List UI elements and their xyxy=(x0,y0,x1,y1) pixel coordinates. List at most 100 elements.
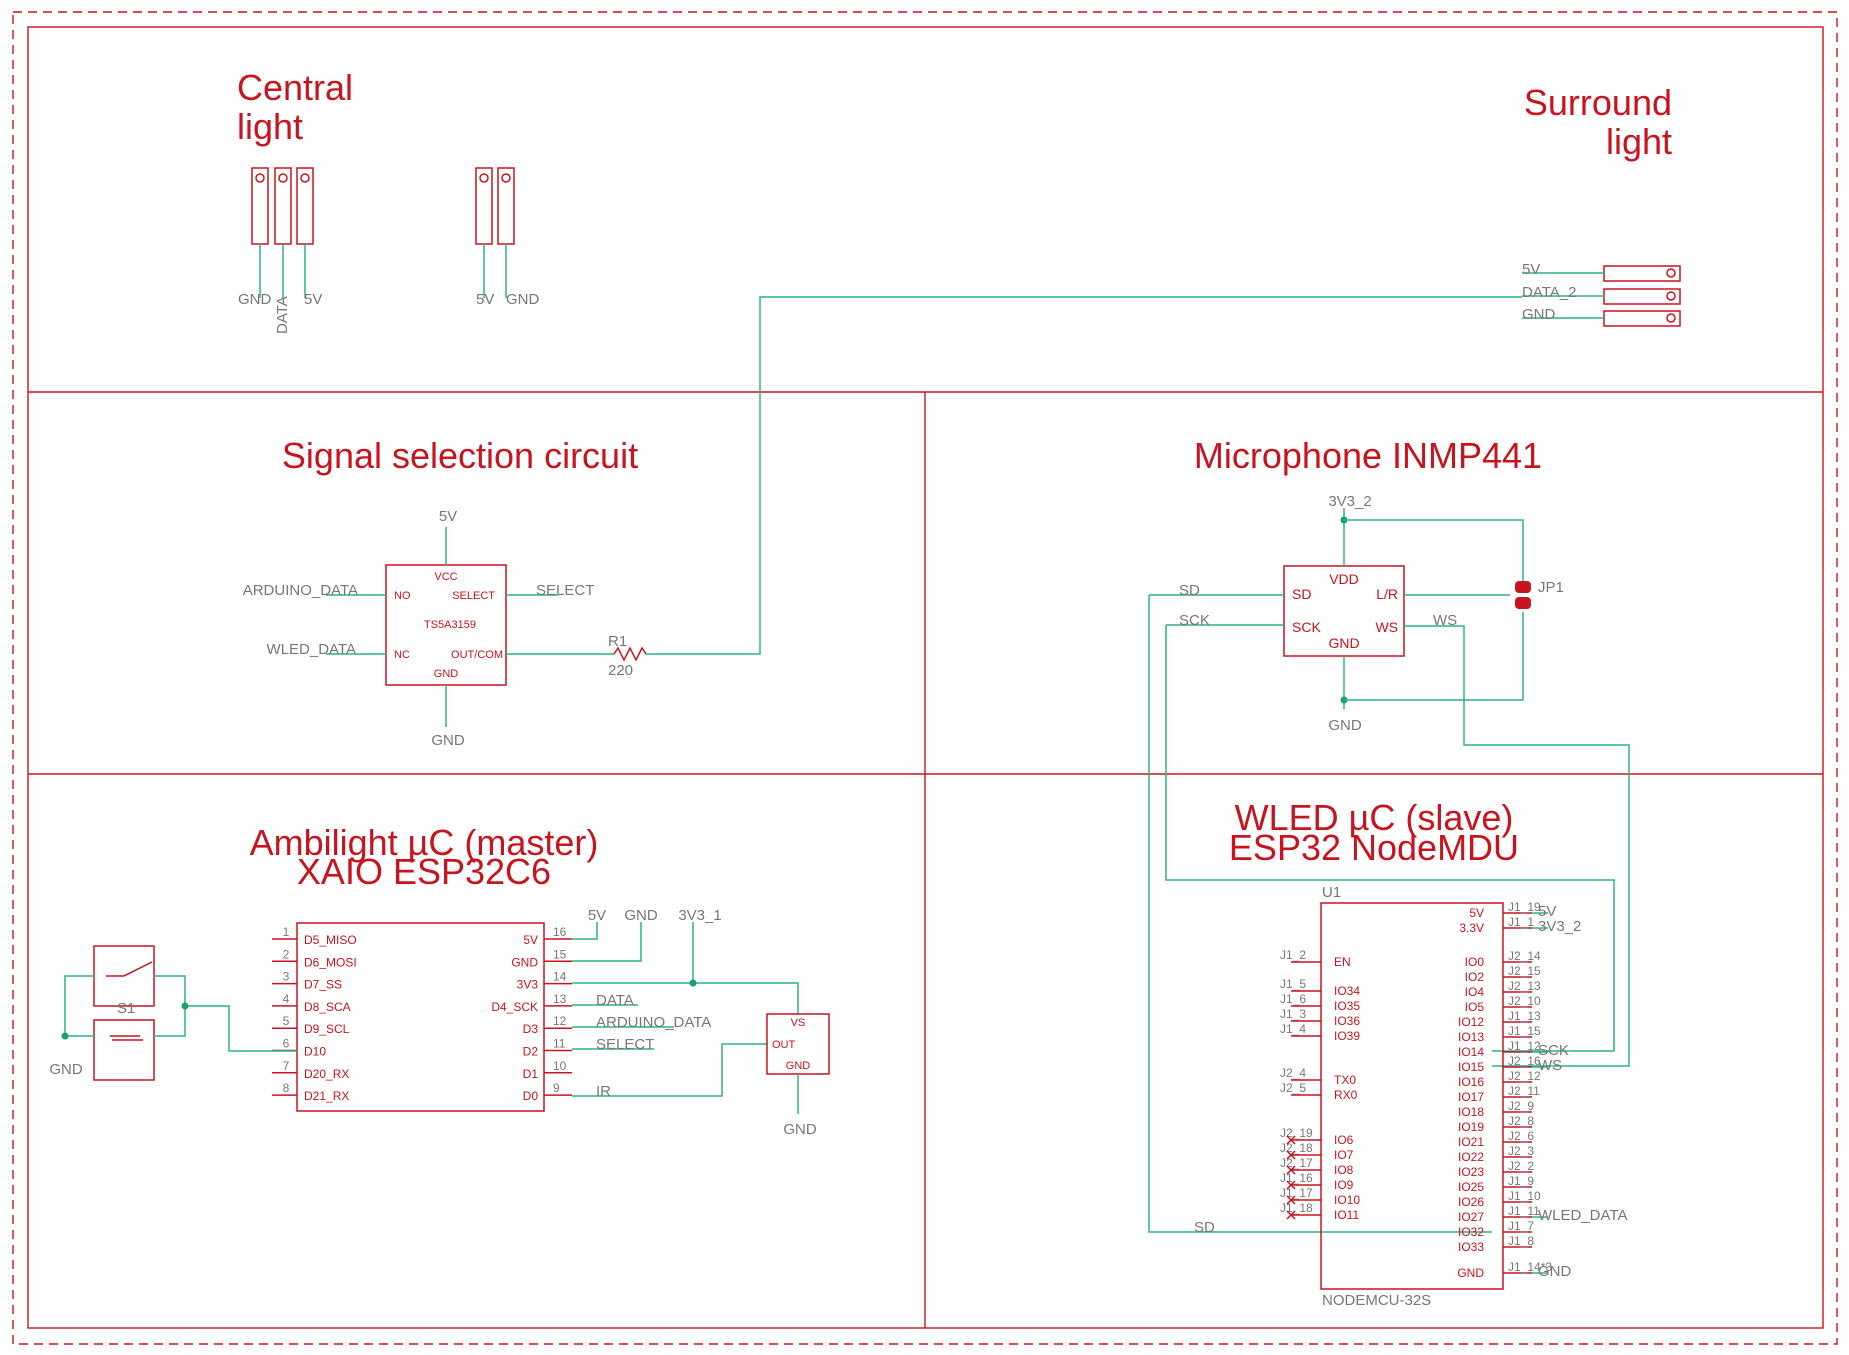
nodemcu-pin-pad: J1_18 xyxy=(1280,1201,1313,1215)
nodemcu-pin-pad: J1_6 xyxy=(1280,992,1306,1006)
no-connect-icon xyxy=(1286,1210,1296,1220)
no-connect-icon xyxy=(1286,1180,1296,1190)
ts-pin-out: OUT/COM xyxy=(451,649,503,661)
ts-net-wled-data: WLED_DATA xyxy=(267,641,356,658)
mic-pin-vdd: VDD xyxy=(1329,571,1359,587)
nodemcu-pin-label: IO9 xyxy=(1334,1178,1354,1192)
nodemcu-pin-pad: J1_15 xyxy=(1508,1024,1541,1038)
xiao-net-wires xyxy=(572,922,799,1097)
xiao-pin-number: 11 xyxy=(553,1037,566,1051)
xiao-net-ir: IR xyxy=(596,1083,611,1100)
nodemcu-pin-pad: J2_14 xyxy=(1508,949,1541,963)
xiao-net-select: SELECT xyxy=(596,1036,654,1053)
ts-part-name: TS5A3159 xyxy=(424,619,476,631)
nodemcu-pin-label: IO8 xyxy=(1334,1163,1354,1177)
xiao-pin-number: 15 xyxy=(553,947,567,961)
nodemcu-pin-label: IO4 xyxy=(1465,985,1485,999)
nodemcu-pin-label: EN xyxy=(1334,955,1351,969)
nodemcu-body xyxy=(1320,902,1504,1290)
nodemcu-pin-pad: J1_7 xyxy=(1508,1219,1534,1233)
xiao-left-pins: 1D5_MISO2D6_MOSI3D7_SS4D8_SCA5D9_SCL6D10… xyxy=(272,925,357,1103)
nodemcu-pin-pad: J1_9 xyxy=(1508,1174,1534,1188)
nodemcu-pin-label: IO14 xyxy=(1458,1045,1484,1059)
xiao-pin-label: D3 xyxy=(523,1022,539,1036)
central-a-pin-data: DATA xyxy=(274,296,291,334)
nodemcu-pin-label: IO13 xyxy=(1458,1030,1484,1044)
nodemcu-pin-label: IO18 xyxy=(1458,1105,1484,1119)
nodemcu-pin-pad: J1_17 xyxy=(1280,1186,1313,1200)
resistor-value: 220 xyxy=(608,662,633,679)
nodemcu-pin-label: IO12 xyxy=(1458,1015,1484,1029)
nodemcu-pin-pad: J1_1 xyxy=(1508,915,1534,929)
nodemcu-pin-pad: J2_12 xyxy=(1508,1069,1541,1083)
mic-pin-sck: SCK xyxy=(1292,619,1321,635)
xiao-net-arduino-data: ARDUINO_DATA xyxy=(596,1014,711,1031)
xiao-pin-number: 7 xyxy=(283,1059,290,1073)
nodemcu-pin-label: IO2 xyxy=(1465,970,1485,984)
xiao-pin-label: D10 xyxy=(304,1045,326,1059)
nodemcu-pin-label: IO11 xyxy=(1334,1208,1359,1222)
nodemcu-pin-pad: J2_8 xyxy=(1508,1114,1534,1128)
xiao-net-gnd: GND xyxy=(624,907,658,924)
xiao-pin-number: 2 xyxy=(283,947,290,961)
no-connect-icon xyxy=(1286,1150,1296,1160)
nodemcu-pin-label: IO10 xyxy=(1334,1193,1360,1207)
nodemcu-pin-label: IO17 xyxy=(1458,1090,1484,1104)
central-b-pin-5v: 5V xyxy=(476,291,494,308)
nodemcu-pin-label: 5V xyxy=(1469,906,1484,920)
nodemcu-pin-label: IO21 xyxy=(1458,1135,1484,1149)
xiao-body xyxy=(296,922,545,1112)
central-a-pin-5v: 5V xyxy=(304,291,322,308)
nodemcu-pin-pad: J2_13 xyxy=(1508,979,1541,993)
ts-pin-no: NO xyxy=(394,590,411,602)
nodemcu-pin-pad: J1_13 xyxy=(1508,1009,1541,1023)
section-title-slave: ESP32 NodeMDU xyxy=(1229,827,1519,868)
nodemcu-pin-pad: J2_2 xyxy=(1508,1159,1534,1173)
xiao-pin-label: D2 xyxy=(523,1045,539,1059)
ts-net-select: SELECT xyxy=(536,582,594,599)
surround-pin-5v: 5V xyxy=(1522,261,1540,278)
nodemcu-net-label: SCK xyxy=(1538,1042,1569,1059)
nodemcu-pin-label: TX0 xyxy=(1334,1073,1356,1087)
mic-net-ws: WS xyxy=(1433,612,1457,629)
outer-frame xyxy=(12,11,1838,1345)
mic-net-sck: SCK xyxy=(1179,612,1210,629)
nodemcu-pin-pad: J2_11 xyxy=(1508,1084,1540,1098)
nodemcu-pin-label: RX0 xyxy=(1334,1088,1358,1102)
ts-pin-select: SELECT xyxy=(452,590,495,602)
mic-net-gnd: GND xyxy=(1328,717,1362,734)
nodemcu-pin-pad: J2_5 xyxy=(1280,1081,1306,1095)
mic-net-3v3: 3V3_2 xyxy=(1328,493,1371,510)
xiao-pin-number: 6 xyxy=(283,1037,290,1051)
nodemcu-pin-label: IO16 xyxy=(1458,1075,1484,1089)
xiao-pin-number: 13 xyxy=(553,992,567,1006)
xiao-pin-number: 8 xyxy=(283,1081,290,1095)
switch-ref: S1 xyxy=(117,1000,135,1017)
ir-pin-out: OUT xyxy=(772,1039,796,1051)
ts-pin-gnd: GND xyxy=(434,668,459,680)
nodemcu-pin-pad: J2_10 xyxy=(1508,994,1541,1008)
nodemcu-pin-label: GND xyxy=(1457,1266,1484,1280)
xiao-pin-label: GND xyxy=(511,955,538,969)
ts-net-arduino-data: ARDUINO_DATA xyxy=(243,582,358,599)
nodemcu-pin-pad: J1_11 xyxy=(1508,1204,1540,1218)
nodemcu-pin-label: IO32 xyxy=(1458,1225,1484,1239)
xiao-pin-number: 12 xyxy=(553,1014,567,1028)
nodemcu-pin-label: IO34 xyxy=(1334,984,1360,998)
nodemcu-pin-pad: J2_16 xyxy=(1508,1054,1541,1068)
no-connect-icon xyxy=(1286,1135,1296,1145)
xiao-pin-number: 16 xyxy=(553,925,567,939)
ts5a3159-symbol xyxy=(326,296,1522,727)
nodemcu-pin-label: IO33 xyxy=(1458,1240,1484,1254)
xiao-pin-number: 4 xyxy=(283,992,290,1006)
xiao-net-5v: 5V xyxy=(588,907,606,924)
section-title-surround: Surround xyxy=(1524,82,1672,123)
central-light-connector-b xyxy=(475,167,515,298)
xiao-pin-label: D20_RX xyxy=(304,1067,349,1081)
surround-pin-gnd: GND xyxy=(1522,306,1556,323)
section-title-slave: WLED µC (slave) xyxy=(1235,797,1514,838)
mic-pin-sd: SD xyxy=(1292,586,1311,602)
nodemcu-pin-pad: J1_2 xyxy=(1280,948,1306,962)
ts-pin-nc: NC xyxy=(394,649,410,661)
